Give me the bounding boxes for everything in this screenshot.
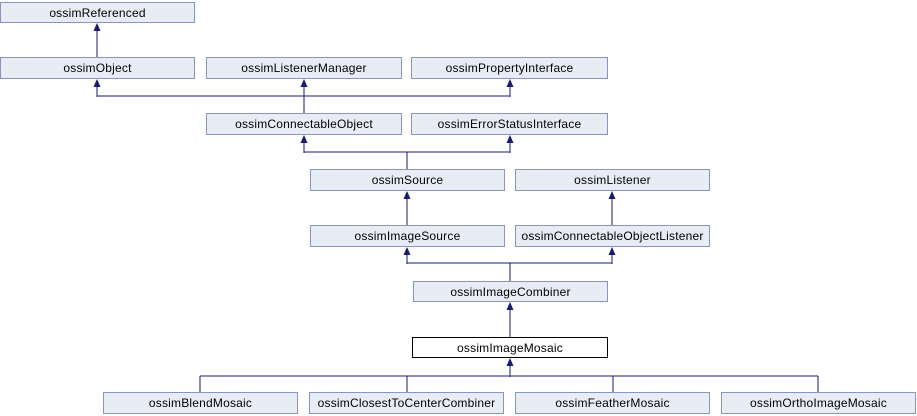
class-node-ossimImageCombiner[interactable]: ossimImageCombiner [413,281,608,302]
class-node-ossimConnectableObject[interactable]: ossimConnectableObject [206,113,402,135]
class-node-ossimListener[interactable]: ossimListener [515,169,710,191]
class-node-ossimPropertyInterface[interactable]: ossimPropertyInterface [411,57,608,79]
class-node-ossimFeatherMosaic[interactable]: ossimFeatherMosaic [515,392,710,414]
edge-children-to-imagemosaic [199,358,819,392]
class-node-ossimImageMosaic-focus: ossimImageMosaic [412,337,608,358]
edge-source-to-parents [300,135,514,169]
class-node-ossimReferenced[interactable]: ossimReferenced [0,2,195,23]
class-node-ossimListenerManager[interactable]: ossimListenerManager [206,57,402,79]
class-node-ossimBlendMosaic[interactable]: ossimBlendMosaic [103,392,298,414]
class-node-ossimImageSource[interactable]: ossimImageSource [310,225,505,247]
class-node-ossimObject[interactable]: ossimObject [0,57,195,79]
class-node-ossimOrthoImageMosaic[interactable]: ossimOrthoImageMosaic [721,392,916,414]
class-node-ossimConnectableObjectListener[interactable]: ossimConnectableObjectListener [515,225,710,247]
edge-imagecombiner-to-parents [403,247,616,281]
class-node-ossimSource[interactable]: ossimSource [310,169,505,191]
edge-imagemosaic-to-imagecombiner [506,302,514,337]
edge-connectableobjectlistener-to-listener [608,191,616,225]
edge-object-to-referenced [93,23,101,57]
class-node-ossimErrorStatusInterface[interactable]: ossimErrorStatusInterface [411,113,608,135]
class-node-ossimClosestToCenterCombiner[interactable]: ossimClosestToCenterCombiner [309,392,504,414]
edge-connectableobject-to-parents [93,79,514,113]
edge-imagesource-to-source [403,191,411,225]
